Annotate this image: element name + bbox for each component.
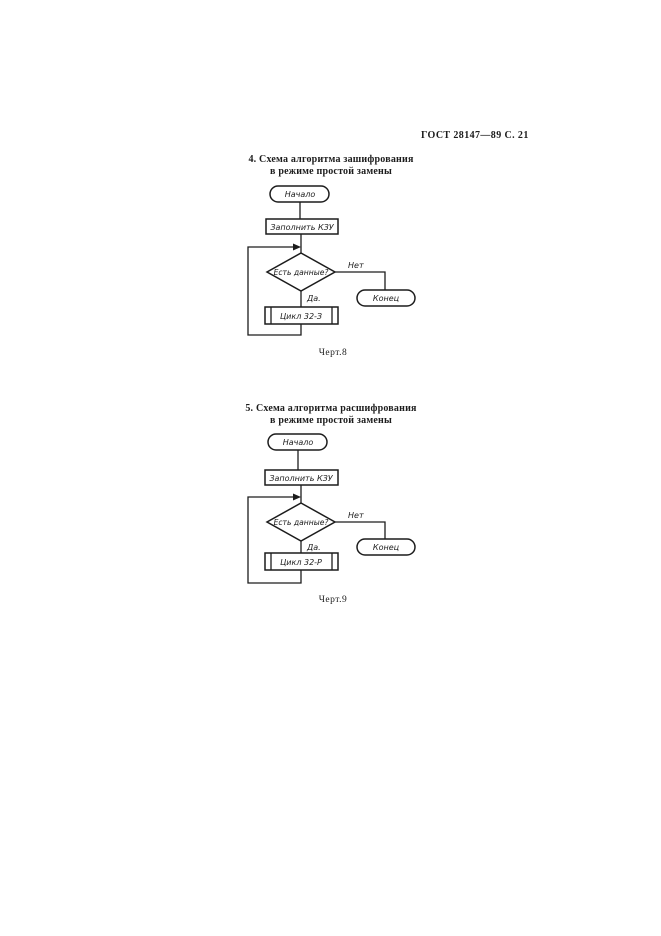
loop-back-line: [247, 246, 302, 336]
section-title-encryption: 4. Схема алгоритма зашифрования в режиме…: [181, 154, 481, 178]
branch-no-label: Нет: [348, 261, 364, 270]
process-box: [265, 218, 339, 235]
section-title-line1: 5. Схема алгоритма расшифрования: [245, 403, 417, 414]
flowchart-decryption: Начало Заполнить КЗУ Есть данные? Нет Ко…: [247, 433, 416, 584]
end-label: Конец: [373, 294, 400, 303]
section-title-line2: в режиме простой замены: [270, 166, 392, 177]
loop-back-line: [247, 496, 302, 584]
end-terminator: [356, 538, 416, 556]
start-label: Начало: [283, 438, 314, 447]
figure-caption-8: Черт.8: [318, 348, 348, 358]
decision-label: Есть данные?: [274, 268, 329, 277]
branch-no-line: [335, 271, 386, 290]
process-label: Заполнить КЗУ: [270, 223, 334, 232]
end-label: Конец: [373, 543, 400, 552]
loop-label: Цикл 32-Р: [280, 558, 322, 567]
loop-label: Цикл 32-З: [280, 312, 322, 321]
end-terminator: [356, 289, 416, 307]
start-label: Начало: [285, 190, 316, 199]
section-title-decryption: 5. Схема алгоритма расшифрования в режим…: [181, 403, 481, 427]
branch-yes-label: Да.: [306, 294, 321, 303]
process-label: Заполнить КЗУ: [269, 474, 333, 483]
figure-caption-9: Черт.9: [318, 595, 348, 605]
flowchart-encryption: Начало Заполнить КЗУ Есть данные? Нет Ко…: [247, 185, 416, 336]
page-header: ГОСТ 28147—89 С. 21: [421, 130, 529, 141]
branch-no-label: Нет: [348, 511, 364, 520]
section-title-line2: в режиме простой замены: [270, 415, 392, 426]
loop-arrowhead-icon: [293, 243, 301, 251]
section-title-line1: 4. Схема алгоритма зашифрования: [248, 154, 414, 165]
branch-yes-label: Да.: [306, 543, 321, 552]
decision-label: Есть данные?: [274, 518, 329, 527]
loop-arrowhead-icon: [293, 493, 301, 501]
branch-no-line: [335, 521, 386, 539]
